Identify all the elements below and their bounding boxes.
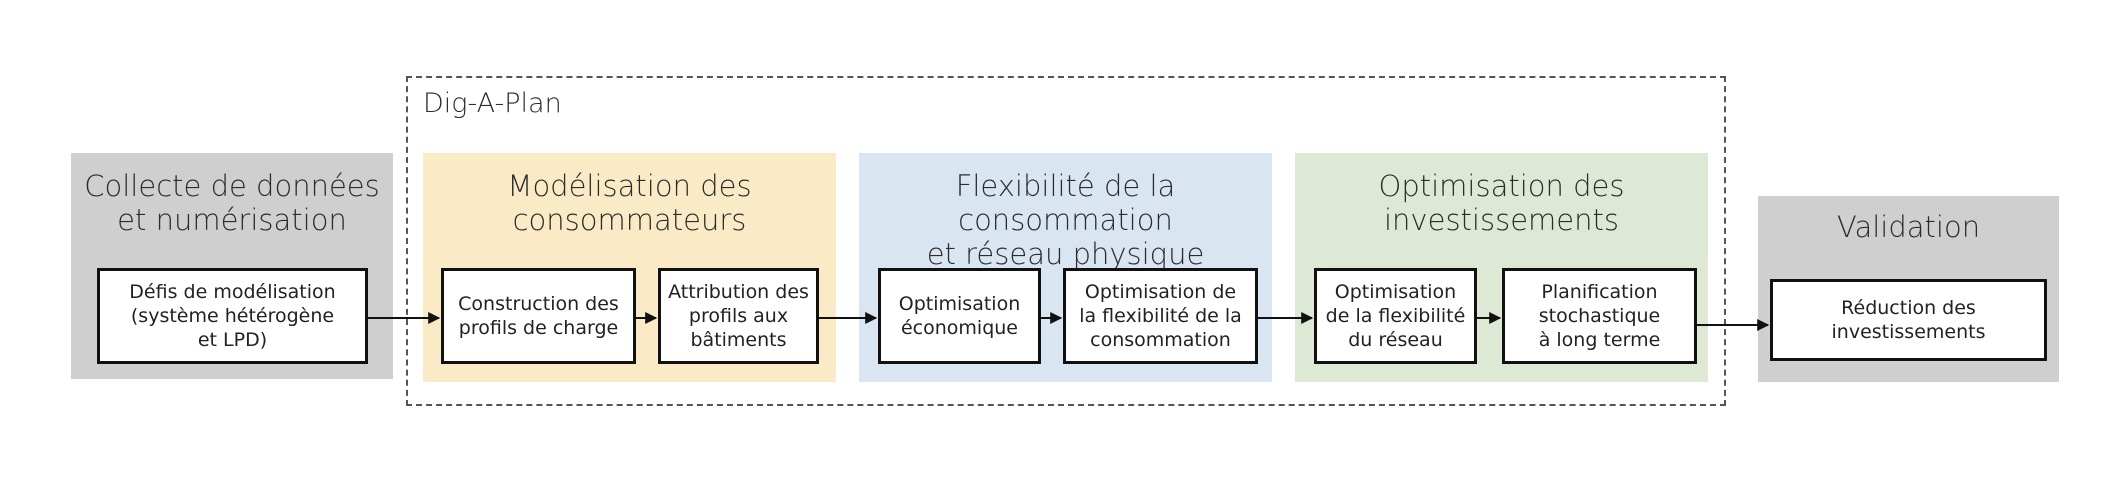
group-flexibilite-title: Flexibilité de la consommation et réseau… [926, 169, 1205, 271]
node-optimisation-flexibilite-consommation: Optimisation de la flexibilité de la con… [1063, 268, 1258, 364]
group-modelisation-title: Modélisation des consommateurs [507, 169, 752, 237]
group-collecte-title: Collecte de données et numérisation [84, 169, 380, 237]
group-optimisation-title: Optimisation des investissements [1378, 169, 1625, 237]
dig-a-plan-frame [406, 76, 1726, 406]
node-optimisation-economique: Optimisation économique [878, 268, 1041, 364]
node-optimisation-flexibilite-reseau: Optimisation de la flexibilité du réseau [1314, 268, 1477, 364]
node-construction-profils: Construction des profils de charge [441, 268, 636, 364]
node-planification-stochastique: Planification stochastique à long terme [1502, 268, 1697, 364]
node-defis-modelisation: Défis de modélisation (système hétérogèn… [97, 268, 368, 364]
node-reduction-investissements: Réduction des investissements [1770, 279, 2047, 361]
frame-label: Dig-A-Plan [423, 88, 562, 119]
group-validation-title: Validation [1836, 210, 1981, 244]
node-attribution-profils: Attribution des profils aux bâtiments [658, 268, 819, 364]
